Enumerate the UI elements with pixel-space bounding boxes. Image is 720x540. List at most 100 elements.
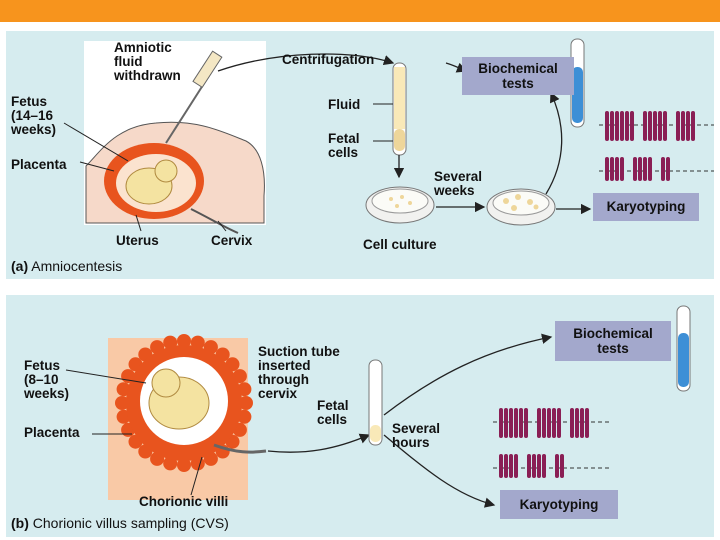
petri-dish-2-inner — [492, 190, 550, 216]
chromosome — [504, 454, 508, 478]
box-biochemical-tests: Biochemical tests — [555, 321, 671, 361]
chromosome — [681, 111, 685, 141]
cell-layer — [394, 129, 405, 151]
chromosome — [686, 111, 690, 141]
arrow-to-biochem — [545, 91, 563, 195]
label-cell-culture: Cell culture — [363, 237, 437, 252]
top-accent-bar — [0, 0, 720, 22]
label-fetal-cells: Fetal cells — [317, 398, 349, 427]
syringe-barrel — [192, 50, 223, 89]
culture-colonies — [389, 194, 539, 211]
sample-tube — [368, 359, 383, 446]
chromosome — [542, 408, 546, 438]
label-several-hours: Several hours — [392, 421, 441, 450]
arrow-to-biochem — [383, 333, 553, 416]
chromosome — [643, 111, 647, 141]
label-fetal-cells: Fetal cells — [328, 131, 360, 160]
chromosome — [557, 408, 561, 438]
chromosome — [653, 111, 657, 141]
fetal-cell-sample — [370, 425, 381, 442]
label-amniotic-fluid: Amniotic fluid withdrawn — [114, 40, 181, 83]
caption-cvs: (b) Chorionic villus sampling (CVS) — [11, 515, 229, 531]
chromosome — [509, 454, 513, 478]
chromosome — [610, 111, 614, 141]
leader-fetus — [65, 369, 147, 384]
amniocentesis-illustration — [63, 38, 714, 234]
chromosome — [524, 408, 528, 438]
fluid-layer — [394, 67, 405, 129]
chromosome — [633, 157, 637, 181]
chromosome — [514, 454, 518, 478]
chromosome — [676, 111, 680, 141]
box-biochemical-tests: Biochemical tests — [462, 57, 574, 95]
chromosome — [630, 111, 634, 141]
label-cervix: Cervix — [211, 233, 253, 248]
chromosome — [605, 157, 609, 181]
label-fetus: Fetus (14–16 weeks) — [11, 94, 57, 137]
panel-cvs: Fetus (8–10 weeks) Placenta Chorionic vi… — [6, 295, 714, 537]
chromosome — [570, 408, 574, 438]
chromosome — [537, 454, 541, 478]
chromosome — [658, 111, 662, 141]
chromosome — [620, 157, 624, 181]
chromosome — [643, 157, 647, 181]
cervix-shape — [190, 208, 239, 234]
villus — [177, 334, 191, 348]
label-centrifugation: Centrifugation — [282, 52, 375, 67]
petri-dish-1-inner — [371, 188, 429, 214]
chromosome — [585, 408, 589, 438]
villus — [177, 458, 191, 472]
label-suction-tube: Suction tube inserted through cervix — [258, 344, 340, 401]
caption-text: Amniocentesis — [31, 258, 123, 274]
chromosome — [527, 454, 531, 478]
chromosome — [663, 111, 667, 141]
arrow-to-karyotype — [383, 434, 496, 508]
chromosome — [691, 111, 695, 141]
chromosome — [605, 111, 609, 141]
label-placenta: Placenta — [24, 425, 80, 440]
label-chorionic-villi: Chorionic villi — [139, 494, 229, 509]
chromosome — [648, 157, 652, 181]
chromosome — [666, 157, 670, 181]
panel-amniocentesis: Amniotic fluid withdrawn Fetus (14–16 we… — [6, 31, 714, 279]
chromosome — [499, 454, 503, 478]
caption-letter: (a) — [11, 258, 29, 274]
chromosome — [575, 408, 579, 438]
karyotype-chromosomes-b — [493, 408, 611, 478]
arrow-to-tube — [267, 433, 371, 453]
leader-placenta — [79, 161, 115, 172]
box-karyotyping: Karyotyping — [500, 490, 618, 519]
chromosome — [542, 454, 546, 478]
suction-tube — [213, 443, 267, 454]
caption-text: Chorionic villus sampling (CVS) — [32, 515, 229, 531]
label-several-weeks: Several weeks — [434, 169, 483, 198]
caption-amniocentesis: (a) Amniocentesis — [11, 258, 122, 274]
label-placenta: Placenta — [11, 157, 67, 172]
chromosome — [648, 111, 652, 141]
chromosome — [519, 408, 523, 438]
chromosome — [625, 111, 629, 141]
label-fluid: Fluid — [328, 97, 361, 112]
chromosome — [552, 408, 556, 438]
chromosome — [560, 454, 564, 478]
biochem-liquid — [572, 67, 583, 123]
chromosome — [580, 408, 584, 438]
karyotype-chromosomes-a — [599, 111, 714, 181]
chromosome — [555, 454, 559, 478]
chromosome — [514, 408, 518, 438]
leader-uterus — [135, 214, 142, 232]
biochem-liquid — [678, 333, 689, 387]
leader-chorionic-villi — [190, 456, 203, 496]
leader-cervix — [217, 220, 227, 232]
chromosome — [615, 111, 619, 141]
villus — [239, 396, 253, 410]
fetus-head — [154, 159, 178, 183]
fetus-head — [151, 368, 181, 398]
chromosome — [661, 157, 665, 181]
chromosome — [610, 157, 614, 181]
chromosome — [499, 408, 503, 438]
chromosome — [547, 408, 551, 438]
label-fetus: Fetus (8–10 weeks) — [24, 358, 70, 401]
chromosome — [509, 408, 513, 438]
chromosome — [620, 111, 624, 141]
